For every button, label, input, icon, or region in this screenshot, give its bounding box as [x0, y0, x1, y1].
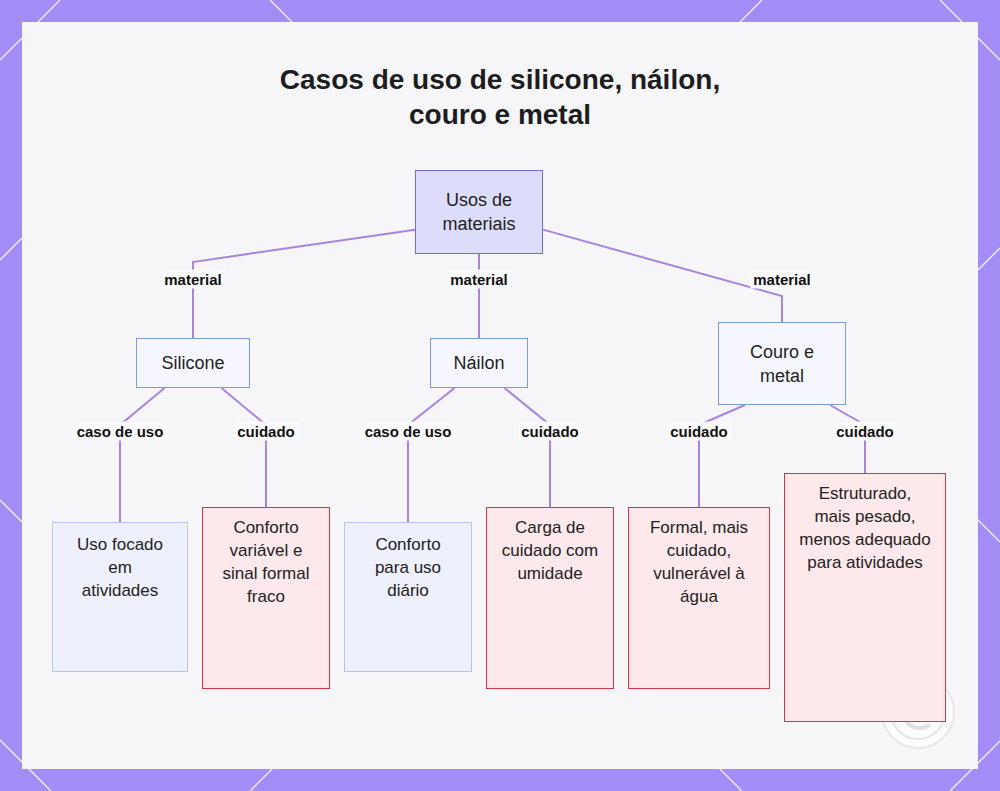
edge-label: caso de uso: [362, 422, 455, 441]
node-text: Conforto variável e sinal formal fraco: [217, 516, 315, 608]
pattern-line: [978, 520, 1000, 542]
node-text: Náilon: [439, 351, 519, 375]
care-box: Conforto variável e sinal formal fraco: [202, 507, 330, 689]
edge-label: cuidado: [234, 422, 298, 441]
connector: [120, 388, 165, 522]
pattern-line: [270, 0, 292, 22]
edge-label: cuidado: [518, 422, 582, 441]
node-text: Formal, mais cuidado, vulnerável à água: [643, 516, 755, 608]
connector: [222, 388, 267, 507]
diagram-title: Casos de uso de silicone, náilon, couro …: [240, 62, 760, 132]
edge-label: material: [750, 270, 814, 289]
node-text: Couro e metal: [727, 340, 837, 388]
care-box: Formal, mais cuidado, vulnerável à água: [628, 507, 770, 689]
root-box: Usos de materiais: [415, 170, 543, 254]
pattern-line: [978, 248, 1000, 270]
node-text: Carga de cuidado com umidade: [501, 516, 599, 585]
pattern-line: [0, 238, 22, 260]
care-box: Estruturado, mais pesado, menos adequado…: [784, 473, 946, 722]
connector: [543, 230, 782, 322]
connector: [478, 254, 480, 338]
material-box: Náilon: [430, 338, 528, 388]
panel: [22, 22, 978, 769]
use-case-box: Uso focado em atividades: [52, 522, 188, 672]
node-text: Silicone: [145, 351, 241, 375]
node-text: Uso focado em atividades: [71, 533, 169, 602]
connector: [193, 230, 415, 338]
node-text: Estruturado, mais pesado, menos adequado…: [799, 482, 931, 574]
edge-label: caso de uso: [74, 422, 167, 441]
faded-photo: [22, 22, 978, 769]
connector: [504, 388, 550, 507]
pattern-line: [740, 0, 762, 22]
connector: [408, 388, 455, 522]
pattern-line: [720, 769, 742, 791]
material-box: Couro e metal: [718, 322, 846, 405]
connector: [699, 405, 745, 507]
edge-label: material: [161, 270, 225, 289]
pattern-line: [250, 769, 272, 791]
edge-label: material: [447, 270, 511, 289]
material-box: Silicone: [136, 338, 250, 388]
edge-label: cuidado: [833, 422, 897, 441]
pattern-line: [0, 500, 22, 522]
use-case-box: Conforto para uso diário: [344, 522, 472, 672]
node-text: Usos de materiais: [426, 188, 532, 236]
node-text: Conforto para uso diário: [363, 533, 453, 602]
edge-label: cuidado: [667, 422, 731, 441]
care-box: Carga de cuidado com umidade: [486, 507, 614, 689]
